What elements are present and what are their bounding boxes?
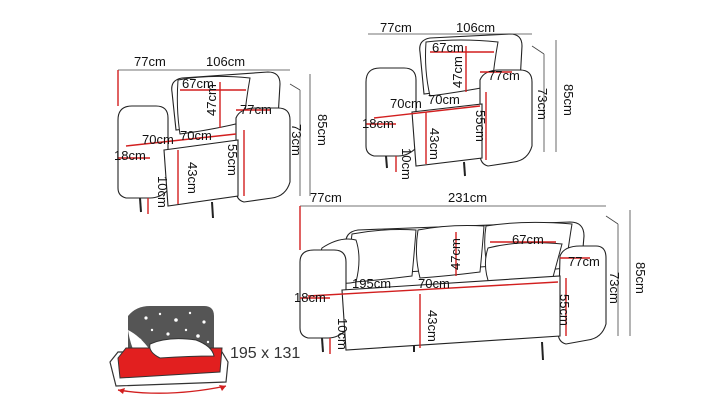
bed-size-arrow-icon bbox=[117, 385, 227, 394]
sofa-back-height-label: 47cm bbox=[448, 238, 463, 270]
sofa-arm-height-label: 77cm bbox=[568, 254, 600, 269]
sofa-back-cushion-2 bbox=[415, 225, 485, 279]
sofa-leg-1 bbox=[321, 337, 324, 353]
sofa-seat-height-label: 43cm bbox=[425, 310, 440, 342]
sofa-seat-side-label: 55cm bbox=[557, 294, 572, 326]
sofa-arm-top-label: 73cm bbox=[607, 272, 622, 304]
armchair-right-seat-height-label: 43cm bbox=[427, 128, 442, 160]
armchair-left-seat-side-label: 55cm bbox=[225, 144, 240, 176]
armchair-left-leg-1 bbox=[139, 197, 142, 213]
sofa-seat bbox=[341, 275, 561, 351]
armchair-right-seat-side-label: 55cm bbox=[473, 110, 488, 142]
sofa: 77cm 231cm 67cm 47cm 195cm 70cm 77cm 85c… bbox=[294, 190, 648, 361]
armchair-right-leg-1 bbox=[385, 155, 388, 169]
sofa-seat-depth-label: 70cm bbox=[418, 276, 450, 291]
armchair-right-arm-height-label: 77cm bbox=[488, 68, 520, 83]
armchair-right: 77cm 106cm 67cm 47cm 70cm 70cm 77cm 85cm… bbox=[362, 20, 576, 180]
armchair-right-right-arm bbox=[479, 69, 533, 167]
sofa-leg-2 bbox=[541, 341, 544, 361]
armchair-left-seat bbox=[163, 139, 239, 207]
armchair-right-seat bbox=[411, 103, 483, 167]
armchair-right-leg-label: 10cm bbox=[399, 148, 414, 180]
armchair-right-leg-2 bbox=[463, 161, 466, 177]
sofa-arm-width-label: 18cm bbox=[294, 290, 326, 305]
armchair-left-back-height-label: 47cm bbox=[204, 84, 219, 116]
armchair-left-depth-label: 106cm bbox=[206, 54, 245, 69]
bed-arrow-tail-icon bbox=[118, 388, 125, 394]
stars-icon bbox=[138, 311, 210, 346]
armchair-right-seat-depth-label: 70cm bbox=[390, 96, 422, 111]
armchair-right-seat-width-label: 70cm bbox=[428, 92, 460, 107]
sofa-right-arm bbox=[557, 245, 607, 345]
armchair-left-seat-depth-label: 70cm bbox=[142, 132, 174, 147]
armchair-right-left-arm bbox=[365, 67, 417, 157]
sleeping-function-icon bbox=[109, 306, 229, 394]
bed-size-label: 195 x 131 bbox=[230, 345, 300, 362]
armchair-left: 77cm 106cm 67cm 47cm 70cm 70cm 77cm 85cm… bbox=[114, 54, 330, 219]
sofa-width-label: 231cm bbox=[448, 190, 487, 205]
armchair-right-arm-width-label: 18cm bbox=[362, 116, 394, 131]
sofa-pillow-width-label: 67cm bbox=[512, 232, 544, 247]
armchair-left-seat-width-label: 70cm bbox=[180, 128, 212, 143]
armchair-left-arm-width-label: 18cm bbox=[114, 148, 146, 163]
armchair-left-pillow-width-label: 67cm bbox=[182, 76, 214, 91]
armchair-left-right-arm bbox=[235, 107, 291, 203]
armchair-right-full-height-label: 85cm bbox=[561, 84, 576, 116]
armchair-right-back-height-label: 47cm bbox=[450, 56, 465, 88]
armchair-right-arm-top-label: 73cm bbox=[535, 88, 550, 120]
armchair-left-width-label: 77cm bbox=[134, 54, 166, 69]
sofa-leg-label: 10cm bbox=[335, 318, 350, 350]
armchair-left-leg-label: 10cm bbox=[155, 176, 170, 208]
armchair-left-leg-2 bbox=[211, 201, 214, 219]
sofa-depth-label: 77cm bbox=[310, 190, 342, 205]
armchair-left-full-height-label: 85cm bbox=[315, 114, 330, 146]
armchair-right-width-label: 77cm bbox=[380, 20, 412, 35]
armchair-right-pillow-width-label: 67cm bbox=[432, 40, 464, 55]
armchair-right-depth-label: 106cm bbox=[456, 20, 495, 35]
bed-arrow-head-icon bbox=[219, 385, 226, 391]
sofa-back-cushion-1 bbox=[349, 229, 417, 283]
bed-pillow-icon bbox=[149, 338, 215, 359]
armchair-left-arm-top-label: 73cm bbox=[289, 124, 304, 156]
sofa-seat-width-label: 195cm bbox=[352, 276, 391, 291]
armchair-left-arm-height-label: 77cm bbox=[240, 102, 272, 117]
sofa-full-height-label: 85cm bbox=[633, 262, 648, 294]
armchair-left-seat-height-label: 43cm bbox=[185, 162, 200, 194]
